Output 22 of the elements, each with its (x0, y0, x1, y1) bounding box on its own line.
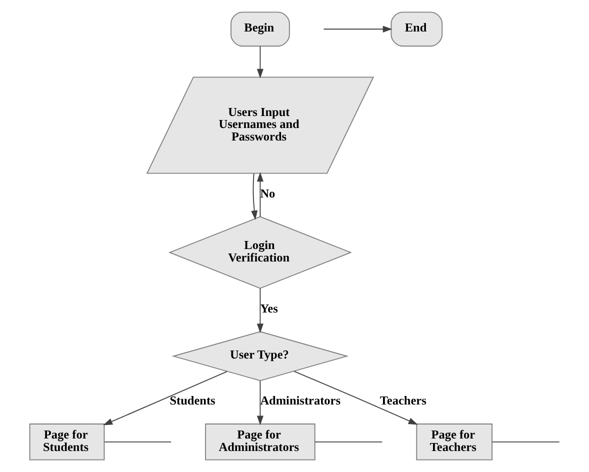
arrow (250, 173, 258, 220)
node-diamond: User Type? (171, 331, 348, 382)
connector (314, 441, 382, 442)
arrow (293, 370, 418, 425)
arrow (256, 172, 263, 218)
connector (104, 441, 172, 442)
edge-label: No (260, 186, 275, 200)
edge-label: Teachers (379, 394, 426, 408)
connector (491, 441, 560, 442)
node-box: Page for Students (28, 424, 104, 460)
edge-label: Students (169, 394, 215, 408)
node-box: Page for Administrators (204, 424, 315, 460)
node-box: Begin (230, 12, 290, 47)
node-box: Page for Teachers (416, 424, 492, 460)
node-box: End (390, 12, 442, 47)
edge-label: Yes (260, 301, 278, 316)
arrow (256, 46, 263, 78)
arrow (322, 26, 392, 32)
arrow (256, 288, 263, 334)
node-diamond: Login Verification (168, 216, 352, 289)
arrow (102, 371, 227, 426)
arrow (256, 380, 263, 426)
